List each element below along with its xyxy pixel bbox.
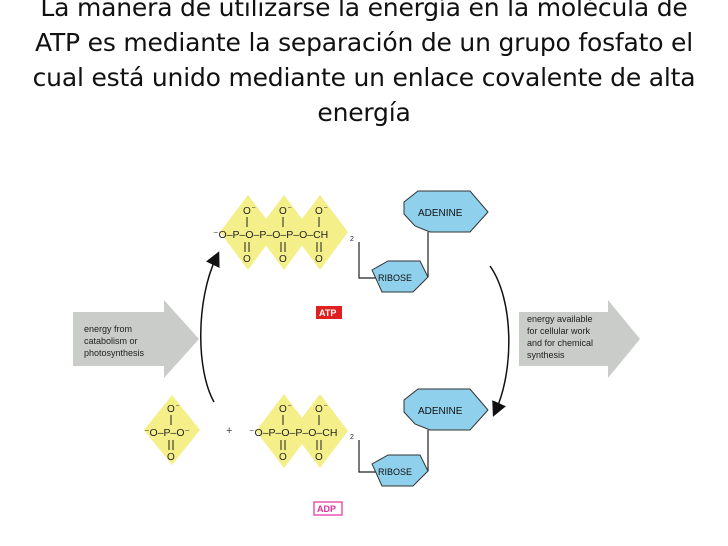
svg-text:O: O [315,404,323,415]
svg-text:–: – [288,403,292,409]
adp-badge [313,501,343,516]
atp-badge-label: ATP [319,308,336,318]
energy-output-line1: energy available [527,314,593,324]
energy-input-line3: photosynthesis [84,348,145,358]
svg-text:–: – [324,205,328,211]
adp-phosphate-chain: ⁻O–P–O–P–O–CH [249,427,337,439]
svg-text:O: O [315,452,323,463]
atp-phosphate-groups [220,195,348,270]
svg-text:–: – [324,403,328,409]
energy-output-line3: and for chemical [527,338,593,348]
energy-input-line1: energy from [84,324,132,334]
svg-text:–: – [288,205,292,211]
energy-input-arrow: energy from catabolism or photosynthesis [73,300,199,378]
energy-output-line2: for cellular work [527,326,591,336]
plus-sign: + [226,425,232,437]
svg-text:O: O [243,254,251,265]
svg-text:O: O [315,206,323,217]
free-phosphate-chain: ⁻O–P–O⁻ [144,427,191,439]
svg-text:O: O [243,206,251,217]
atp-adenine-shape [403,190,489,233]
energy-output-line4: synthesis [527,350,565,360]
atp-adenine-label: ADENINE [418,208,463,219]
svg-text:O: O [167,452,175,463]
adp-adenine-shape [403,388,489,431]
svg-text:–: – [252,205,256,211]
synthesis-cycle-arrow [200,251,220,403]
adp-ribose-label: RIBOSE [378,467,412,477]
adp-phosphate-groups [256,394,348,468]
atp-phosphate-chain: ⁻O–P–O–P–O–P–O–CH [213,229,328,241]
svg-text:O: O [279,452,287,463]
svg-text:O: O [279,254,287,265]
adp-adenine-label: ADENINE [418,406,463,417]
svg-text:O: O [279,206,287,217]
atp-badge [316,306,342,319]
adp-ch2-subscript: 2 [350,434,354,441]
page-title: La manera de utilizarse la energía en la… [32,0,696,127]
svg-text:O: O [279,404,287,415]
atp-ch2-subscript: 2 [350,236,354,243]
energy-output-arrow: energy available for cellular work and f… [519,300,640,378]
adp-badge-label: ADP [317,504,336,514]
energy-input-line2: catabolism or [84,336,138,346]
atp-ribose-label: RIBOSE [378,273,412,283]
free-phosphate: O – ⁻O–P–O⁻ O [144,395,200,465]
svg-text:O: O [167,404,175,415]
svg-text:–: – [176,403,180,409]
svg-text:O: O [315,254,323,265]
hydrolysis-cycle-arrow [489,265,510,417]
